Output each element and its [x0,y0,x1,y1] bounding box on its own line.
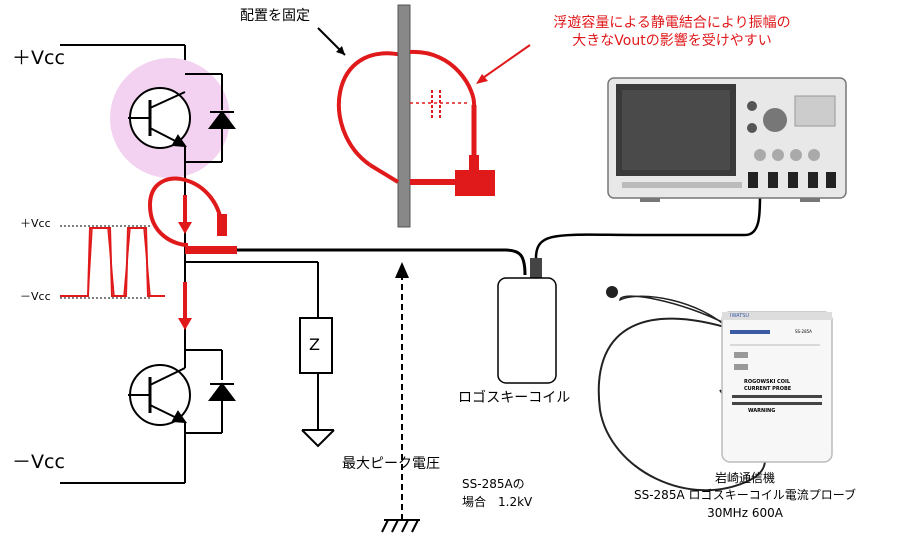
probe-brand: IWATSU [730,313,750,319]
probe-loop-on-node [147,176,237,318]
probe-title-line2: CURRENT PROBE [744,386,792,392]
oscilloscope [607,77,847,202]
ss285a-spec-line2: 場合 1.2kV [462,495,533,509]
coupling-note-line2: 大きなVoutの影響を受けやすい [572,33,772,50]
coil-detail [317,4,531,228]
wave-minus-vcc-label: －Vcc [20,290,51,303]
fixed-position-label: 配置を固定 [240,8,310,24]
product-maker: 岩崎通信機 [714,471,775,485]
product-spec: 30MHz 600A [707,505,783,520]
probe-product-image [597,286,833,492]
waveform [60,225,165,299]
probe-title-line1: ROGOWSKI COIL [744,379,791,385]
probe-model: SS-285A [795,329,812,334]
node-wires [184,185,335,448]
rogowski-box [497,258,557,384]
lower-transistor-icon [60,349,236,484]
coupling-note: 浮遊容量による静電結合により振幅の 大きなVoutの影響を受けやすい [512,14,832,50]
wave-plus-vcc-label: ＋Vcc [20,217,51,230]
max-peak-voltage-label: 最大ピーク電圧 [342,456,440,472]
product-name: SS-285A ロゴスキーコイル電流プローブ [633,488,856,503]
scope-cable [534,194,762,259]
coil-cable [237,248,527,276]
product-caption: 岩崎通信機 SS-285A ロゴスキーコイル電流プローブ 30MHz 600A [600,470,890,522]
coupling-note-line1: 浮遊容量による静電結合により振幅の [553,15,791,31]
plus-vcc-label: ＋Vcc [12,47,65,69]
rogowski-coil-label: ロゴスキーコイル [458,390,571,406]
probe-warning: WARNING [748,408,776,414]
arrow-down-icon [178,222,192,234]
peak-voltage-arrow [381,262,420,533]
impedance-label: Z [309,335,320,354]
ss285a-spec-line1: SS-285Aの [462,477,525,491]
minus-vcc-label: －Vcc [12,451,65,473]
arrow-down-icon [178,318,192,330]
